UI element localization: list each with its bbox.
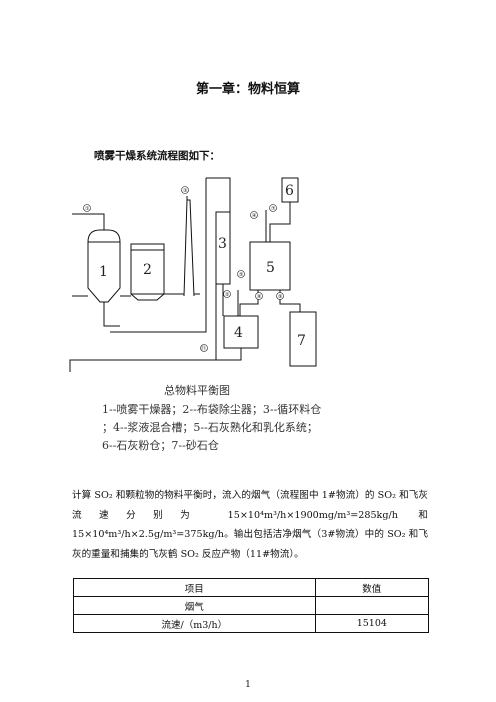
table-cell: 烟气 xyxy=(73,596,316,615)
diagram-caption: 总物料平衡图 xyxy=(164,384,230,397)
chapter-title: 第一章：物料恒算 xyxy=(195,82,300,97)
unit-label-2: 2 xyxy=(143,262,152,278)
stream-label-9: ⑨ xyxy=(278,294,282,300)
flow-intro-heading: 喷雾干燥系统流程图如下： xyxy=(94,150,220,162)
lime-slaking-unit: 5 xyxy=(249,241,291,291)
chimney xyxy=(183,196,195,297)
unit-label-5: 5 xyxy=(266,260,275,276)
unit-label-3: 3 xyxy=(218,236,227,252)
stream-label-7: ⑦ xyxy=(271,206,276,212)
unit-label-7: 7 xyxy=(297,333,306,349)
table-cell xyxy=(314,596,430,615)
lime-silo-unit: 6 xyxy=(281,177,299,203)
circulating-silo-unit: 3 xyxy=(215,211,231,285)
body-paragraph: 计算 SO₂ 和颗粒物的物料平衡时，流入的烟气（流程图中 1#物流）的 SO₂ … xyxy=(72,490,428,560)
stream-label-1: ① xyxy=(85,206,90,212)
stream-label-2: ② xyxy=(225,292,230,298)
legend-line-3: 6--石灰粉仓；7--砂石仓 xyxy=(102,439,219,452)
stream-label-5: ⑤ xyxy=(239,272,243,278)
bag-filter-unit: 2 xyxy=(130,243,165,301)
stream-label-8: ⑧ xyxy=(257,294,262,300)
unit-label-6: 6 xyxy=(285,183,294,199)
unit-label-1: 1 xyxy=(99,264,108,280)
table-cell: 流速/（m3/h） xyxy=(73,614,316,633)
data-table: 项目 数值 烟气 流速/（m3/h） 15104 xyxy=(73,578,430,633)
table-header-row: 项目 数值 xyxy=(73,578,430,597)
process-flow-diagram: 1 2 3 4 5 6 7 xyxy=(69,177,317,372)
table-header-cell: 项目 xyxy=(73,578,316,597)
legend-line-2: ；4--浆液混合槽；5--石灰熟化和乳化系统； xyxy=(102,421,318,434)
piping xyxy=(69,177,301,372)
stream-label-11: ⑪ xyxy=(201,345,206,352)
table-row: 流速/（m3/h） 15104 xyxy=(73,614,430,633)
table-row: 烟气 xyxy=(73,596,430,615)
spray-dryer-unit: 1 xyxy=(87,222,121,318)
legend-line-1: 1--喷雾干燥器；2--布袋除尘器；3--循环料仓 xyxy=(102,403,322,416)
slurry-tank-unit: 4 xyxy=(223,315,259,349)
stream-label-3: ③ xyxy=(183,188,187,194)
sand-silo-unit: 7 xyxy=(289,311,317,367)
table-header-cell: 数值 xyxy=(314,578,430,597)
page-number: 1 xyxy=(245,680,251,690)
stream-labels: ① ③ ④ ⑦ ⑤ ② ⑧ ⑨ ⑪ xyxy=(83,186,284,352)
table-cell: 15104 xyxy=(314,614,430,633)
stream-label-4: ④ xyxy=(252,213,257,219)
unit-label-4: 4 xyxy=(234,325,243,341)
